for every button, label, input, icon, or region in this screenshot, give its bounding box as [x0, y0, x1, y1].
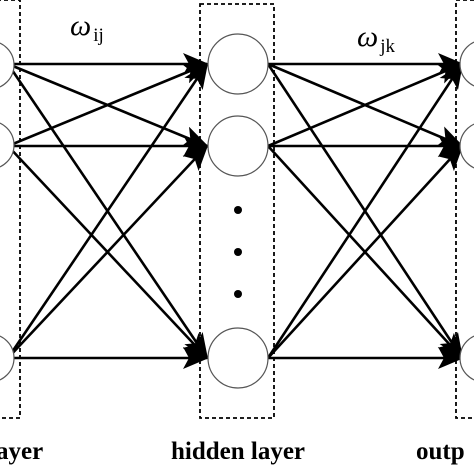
hidden-neuron-1 [207, 33, 269, 95]
output-neuron-3 [459, 335, 474, 381]
output-layer-neurons [459, 41, 474, 381]
edge-hidden-3-to-output-1 [266, 62, 464, 359]
edge-input-3-to-hidden-2 [7, 144, 209, 359]
edge-input-3-to-hidden-1 [6, 62, 209, 359]
edge-hidden-3-to-output-2 [267, 144, 464, 359]
weight-symbol-jk: ω [357, 20, 378, 53]
input-layer-label: ayer [0, 438, 43, 465]
connections [6, 53, 464, 369]
hidden-layer-ellipsis [234, 206, 242, 298]
output-neuron-2 [459, 123, 474, 169]
ellipsis-dot-2 [234, 248, 242, 256]
edge-input-2-to-hidden-1 [7, 62, 209, 148]
input-neuron-1 [0, 42, 15, 88]
input-layer-box [0, 0, 21, 419]
weight-symbol-ij: ω [70, 9, 91, 42]
output-layer-label: outp [416, 438, 465, 465]
hidden-layer-box [199, 3, 275, 419]
input-neuron-2 [0, 122, 15, 168]
ellipsis-dot-1 [234, 206, 242, 214]
weight-subscript-jk: jk [379, 36, 395, 57]
output-layer-box [455, 0, 474, 419]
input-neuron-3 [0, 335, 15, 381]
hidden-layer-neurons [207, 33, 269, 389]
hidden-neuron-3 [207, 327, 269, 389]
hidden-neuron-2 [207, 115, 269, 177]
hidden-layer-label: hidden layer [171, 438, 305, 465]
edge-hidden-2-to-output-1 [267, 62, 464, 148]
ellipsis-dot-3 [234, 290, 242, 298]
input-layer-neurons [0, 42, 15, 381]
weight-subscript-ij: ij [93, 25, 104, 46]
output-neuron-1 [459, 41, 474, 87]
